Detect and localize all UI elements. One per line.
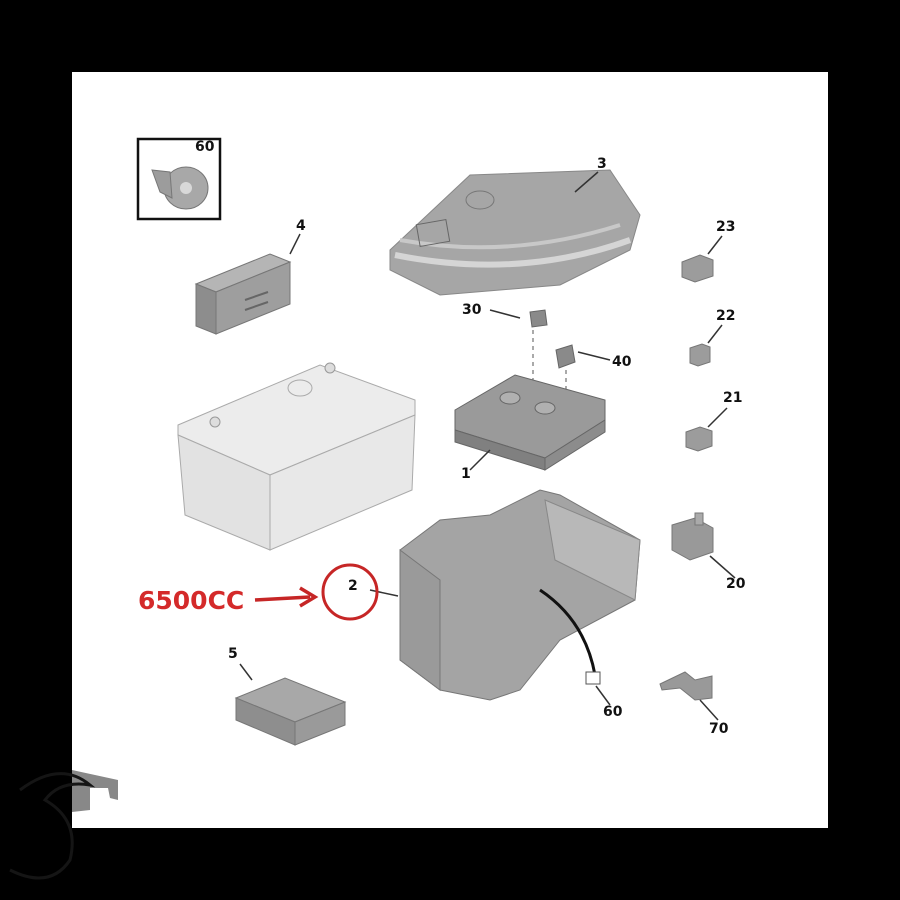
label-2: 2 — [348, 578, 358, 594]
fuse-30 — [489, 309, 548, 380]
label-4: 4 — [296, 218, 306, 234]
label-40: 40 — [612, 354, 632, 370]
callout-marker — [254, 563, 379, 621]
fuse-40 — [555, 344, 611, 395]
relay-20 — [671, 512, 736, 579]
relay-22 — [689, 324, 723, 367]
part-60-boxed — [136, 137, 222, 221]
label-21: 21 — [723, 390, 743, 406]
label-20: 20 — [726, 576, 746, 592]
callout-part-number: 6500CC — [138, 586, 245, 615]
label-60-cable: 60 — [603, 704, 623, 720]
part-4-housing — [194, 233, 301, 335]
label-22: 22 — [716, 308, 736, 324]
label-30: 30 — [462, 302, 482, 318]
label-5: 5 — [228, 646, 238, 662]
watermark-logo-icon — [9, 770, 118, 880]
label-1: 1 — [461, 466, 471, 482]
label-70: 70 — [709, 721, 729, 737]
part-2-bracket — [369, 489, 641, 706]
battery — [177, 362, 416, 551]
relay-21 — [685, 407, 728, 452]
part-3-cover — [389, 169, 641, 296]
relay-23 — [681, 235, 723, 283]
label-23: 23 — [716, 219, 736, 235]
label-60-boxed: 60 — [195, 139, 215, 155]
label-3: 3 — [597, 156, 607, 172]
part-1-fuse-box — [454, 374, 606, 471]
part-70-clip — [659, 671, 719, 721]
part-5-terminal-block — [234, 663, 347, 746]
